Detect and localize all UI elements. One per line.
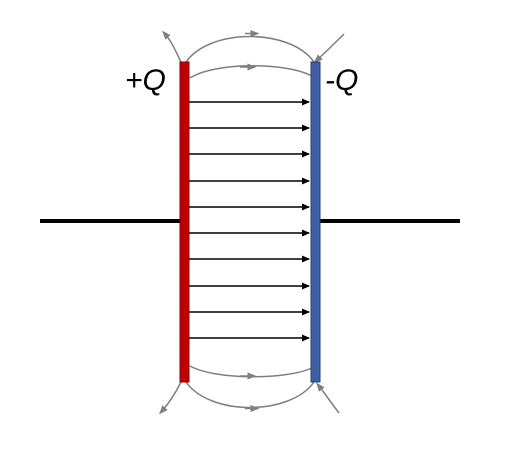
- positive-charge-label: +Q: [125, 64, 166, 97]
- negative-charge-label: -Q: [325, 64, 359, 97]
- internal-field-lines: [189, 98, 310, 342]
- negative-plate: [310, 61, 321, 383]
- bottom-fringe-field-lines: [159, 365, 340, 415]
- bottom-outer-fringe-line: [185, 381, 315, 409]
- top-left-escaping-line: [162, 30, 182, 63]
- top-right-incoming-line: [313, 33, 345, 64]
- top-fringe-field-lines: [162, 30, 345, 79]
- bottom-right-incoming-line: [316, 382, 340, 414]
- top-outer-fringe-line: [185, 35, 315, 63]
- bottom-left-escaping-line: [159, 381, 182, 415]
- positive-plate: [179, 61, 190, 383]
- bottom-inner-fringe-line: [189, 365, 313, 378]
